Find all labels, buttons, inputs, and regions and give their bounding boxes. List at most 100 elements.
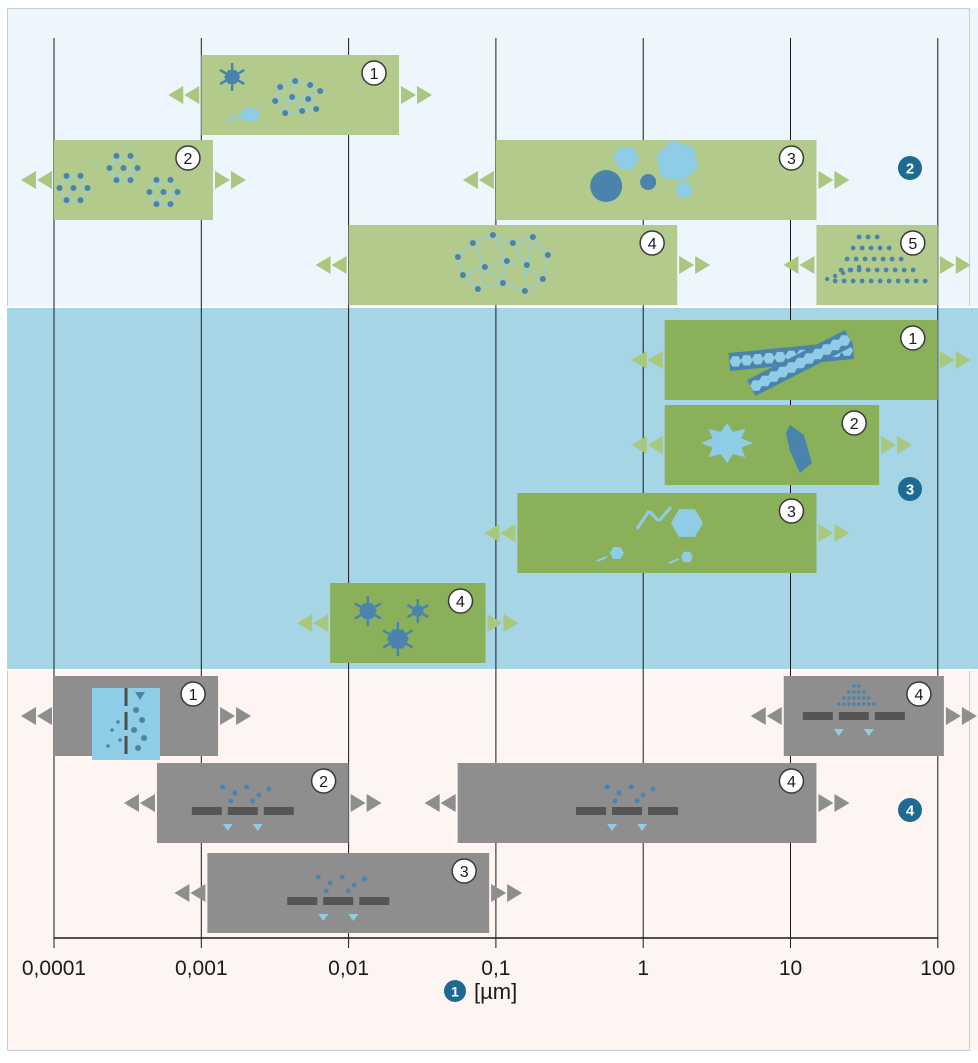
- arrow-head: [631, 351, 647, 369]
- icon-dot: [454, 254, 461, 260]
- icon-dot: [895, 278, 901, 284]
- bar-number-badge: [175, 145, 201, 171]
- icon-dot: [361, 876, 367, 882]
- icon-dot: [847, 690, 851, 694]
- x-tick-label: 10: [779, 957, 802, 980]
- icon-dot: [503, 258, 510, 264]
- arrow-head: [766, 707, 782, 725]
- icon-hex: [758, 375, 771, 387]
- icon-hex: [358, 603, 377, 619]
- icon-hex: [751, 354, 764, 365]
- icon-line: [457, 242, 474, 258]
- arrow-head: [939, 256, 955, 274]
- icon-dot: [113, 152, 120, 159]
- icon-line: [472, 234, 494, 244]
- bar-number-label: 3: [787, 504, 796, 521]
- x-tick-label: 1: [637, 957, 649, 980]
- icon-dot: [922, 278, 928, 284]
- icon-dot: [282, 110, 289, 116]
- arrow-head: [487, 614, 503, 632]
- icon-hex: [762, 352, 775, 364]
- sieve-bar: [359, 897, 390, 905]
- icon-dot: [106, 165, 113, 171]
- particles-icon: [590, 140, 699, 202]
- icon-dot: [857, 696, 861, 700]
- icon-dot: [867, 702, 871, 706]
- icon-dot: [499, 280, 506, 286]
- range-bar: 1: [631, 320, 971, 400]
- icon-dot: [305, 96, 312, 102]
- icon-dot: [153, 201, 160, 208]
- network-icon: [454, 232, 551, 294]
- bar-number-label: 1: [370, 66, 379, 83]
- sieve-icon: [191, 784, 294, 831]
- arrow-head: [348, 914, 359, 921]
- membrane-icon: [92, 688, 161, 760]
- icon-dot: [256, 792, 262, 798]
- icon-hex: [829, 339, 842, 351]
- icon-line: [532, 236, 549, 256]
- icon-dot: [874, 234, 880, 240]
- arrow-head: [834, 794, 850, 812]
- icon-dot: [857, 690, 861, 694]
- icon-dot: [898, 256, 904, 262]
- arrow-head: [417, 86, 433, 104]
- icon-dot: [859, 245, 865, 251]
- sieve-bar: [648, 807, 679, 815]
- x-tick-label: 0,1: [481, 957, 510, 980]
- sieve-bar: [874, 712, 905, 720]
- outer-border: [7, 8, 970, 1051]
- icon-hex: [680, 551, 693, 563]
- fragments-icon: [596, 506, 703, 564]
- icon-blob: [656, 140, 699, 180]
- icon-dot: [292, 78, 299, 84]
- icon-dot: [116, 720, 120, 724]
- icon-dot: [840, 270, 846, 276]
- icon-dot: [133, 707, 140, 713]
- icon-line: [526, 236, 534, 266]
- arrow-head: [939, 351, 955, 369]
- icon-dot: [850, 245, 856, 251]
- arrow-head: [315, 256, 331, 274]
- arrow-head: [961, 707, 977, 725]
- x-tick-label: 100: [920, 957, 955, 980]
- x-tick-label: 0,0001: [22, 957, 86, 980]
- molecule-cluster-icon: [56, 152, 181, 208]
- icon-dot: [272, 98, 279, 104]
- icon-dot: [634, 798, 640, 804]
- bar-number-badge: [900, 230, 926, 256]
- icon-dot: [901, 267, 907, 273]
- range-bar: 1: [21, 676, 252, 760]
- sieve-pile-icon: [802, 684, 905, 736]
- sieve-icon: [287, 874, 390, 921]
- icon-hex: [224, 70, 241, 84]
- arrow-head: [955, 351, 971, 369]
- icon-dot: [250, 798, 256, 804]
- icon-dot: [867, 696, 871, 700]
- arrow-head: [955, 256, 971, 274]
- arrow-head: [139, 794, 155, 812]
- arrow-head: [21, 707, 36, 725]
- axis-title: 1 [µm]: [444, 979, 517, 1004]
- icon-dot: [135, 745, 142, 751]
- icon-line: [502, 282, 526, 292]
- icon-dot: [862, 256, 868, 262]
- icon-dot: [640, 792, 646, 798]
- icon-dot: [118, 738, 122, 742]
- sieve-icon: [576, 784, 679, 831]
- sieve-bar: [323, 897, 354, 905]
- icon-line: [462, 266, 486, 276]
- bar-number-label: 2: [319, 774, 328, 791]
- arrow-head: [503, 614, 519, 632]
- icon-dot: [868, 278, 874, 284]
- icon-hex: [670, 509, 703, 537]
- bar-number-badge: [361, 60, 387, 86]
- arrow-head: [945, 707, 961, 725]
- arrow-head: [331, 256, 347, 274]
- bar-number-badge: [180, 681, 206, 707]
- axis-badge: [444, 980, 466, 1002]
- range-bar: 4: [424, 763, 850, 843]
- arrow-head: [190, 884, 206, 902]
